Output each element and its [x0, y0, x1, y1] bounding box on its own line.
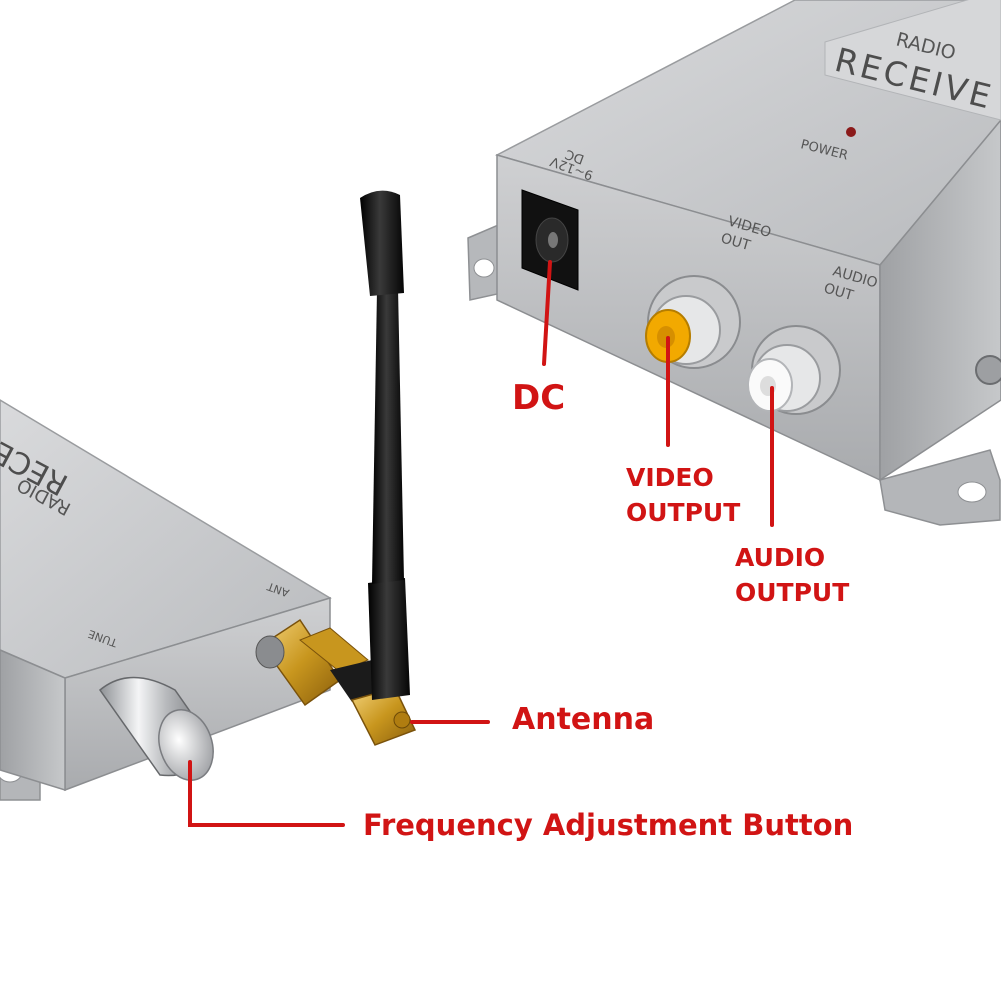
callout-lines [188, 260, 774, 827]
mounting-hole [473, 258, 495, 278]
callout-video-line2: OUTPUT [626, 498, 741, 527]
callout-video-line1: VIDEO [626, 463, 714, 492]
mounting-hole [957, 481, 987, 503]
callout-dc: DC [512, 378, 566, 418]
callout-audio-line1: AUDIO [735, 543, 826, 572]
dc-pointer-line [542, 260, 552, 366]
receiver-right: RADIO RECEIVE POWER DC 9~12V VIDEO OUT A… [467, 0, 1001, 526]
callout-audio-line2: OUTPUT [735, 578, 850, 607]
screw-icon [975, 355, 1001, 385]
callout-video-output: VIDEO OUTPUT [626, 460, 740, 530]
callout-frequency-adjustment: Frequency Adjustment Button [363, 808, 854, 842]
tune-knob [98, 676, 214, 781]
mounting-tab [879, 449, 1001, 526]
antenna-rod [360, 190, 410, 700]
receiver-left: RECE RADIO TUNE ANT [0, 190, 417, 801]
frequency-pointer-line [188, 760, 345, 827]
callout-antenna: Antenna [512, 702, 655, 737]
dc-label-line1: DC [563, 146, 586, 167]
power-led-icon [846, 127, 856, 137]
callout-audio-output: AUDIO OUTPUT [735, 540, 849, 610]
video-rca-jack [645, 275, 741, 369]
